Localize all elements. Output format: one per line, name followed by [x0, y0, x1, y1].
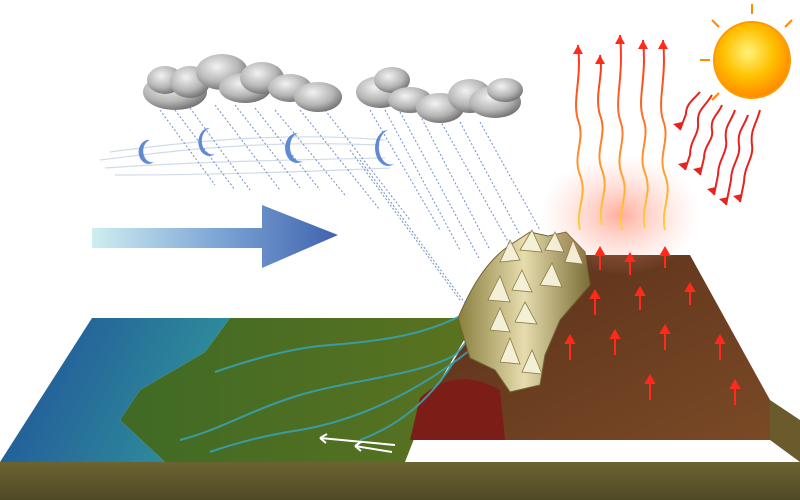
rain [159, 104, 541, 311]
sun-icon [713, 21, 791, 99]
heat-rising-waves [575, 34, 669, 231]
runoff-flow-arrows [319, 433, 396, 453]
heat-arrow-icon [573, 35, 668, 64]
foothill-mound [410, 379, 505, 440]
rain-cloud-icon [143, 54, 523, 123]
coastal-plain [120, 318, 470, 462]
terrain-front-face [0, 462, 800, 500]
sun-corona [700, 4, 793, 101]
wind-streaks [99, 136, 391, 176]
sun-ray-arrowheads [673, 122, 742, 205]
wind-arrow-icon [92, 205, 338, 268]
heat-glow [540, 155, 700, 275]
ground-heat-arrows [564, 245, 741, 405]
ocean-surface [0, 318, 230, 462]
terrain-right-face [770, 400, 800, 462]
sun-rays [679, 91, 761, 206]
water-vapor-icon [138, 127, 394, 166]
